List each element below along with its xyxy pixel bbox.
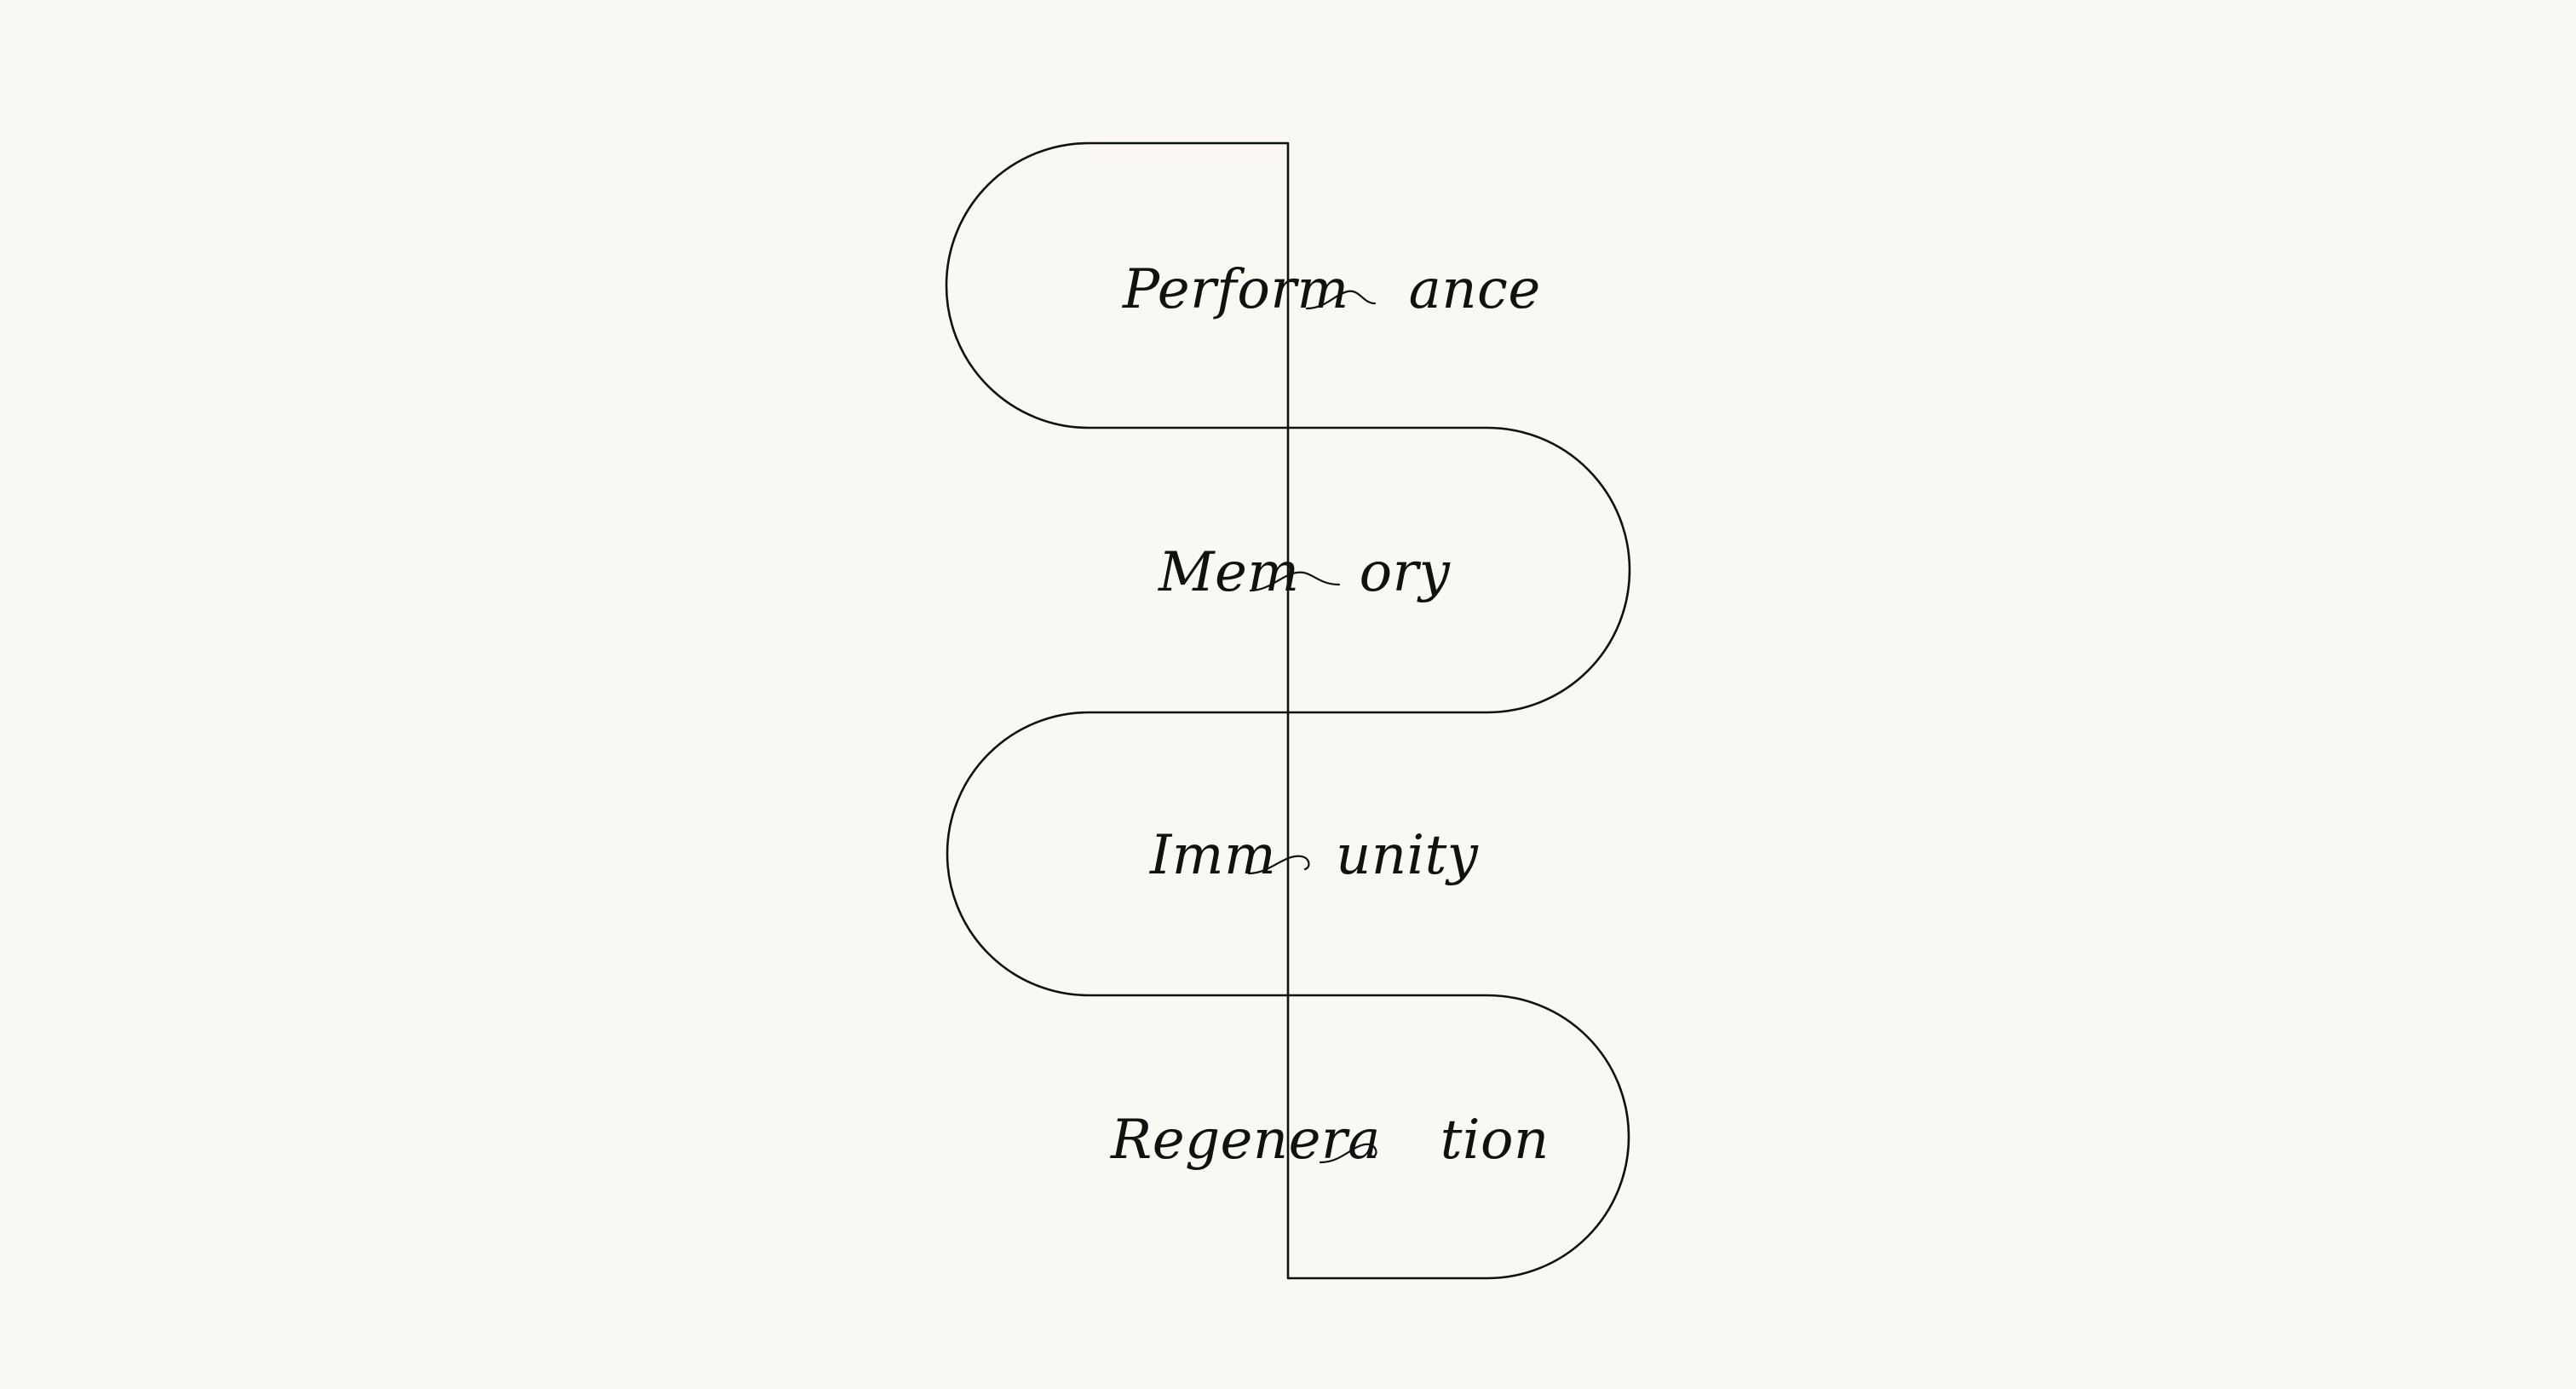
label-immunity-gap bbox=[1276, 865, 1336, 873]
label-memory-gap bbox=[1300, 582, 1360, 591]
label-memory-right: ory bbox=[1359, 541, 1451, 604]
label-regeneration-right: tion bbox=[1440, 1109, 1550, 1172]
label-regeneration-gap bbox=[1381, 1150, 1440, 1158]
swash-connector-immunity bbox=[1247, 855, 1310, 875]
swash-connector-performance bbox=[1305, 290, 1377, 310]
label-regeneration-left: Regenera bbox=[1111, 1109, 1381, 1172]
swash-connector-memory bbox=[1249, 571, 1341, 592]
label-performance-right: ance bbox=[1408, 258, 1541, 321]
serpentine-outline bbox=[945, 141, 1631, 1280]
label-immunity-left: Imm bbox=[1150, 824, 1277, 887]
swash-connector-regeneration bbox=[1319, 1143, 1377, 1164]
label-immunity-right: unity bbox=[1336, 824, 1479, 887]
label-performance-gap bbox=[1349, 299, 1409, 308]
label-performance-left: Perform bbox=[1123, 258, 1349, 321]
label-memory-left: Mem bbox=[1159, 541, 1300, 604]
